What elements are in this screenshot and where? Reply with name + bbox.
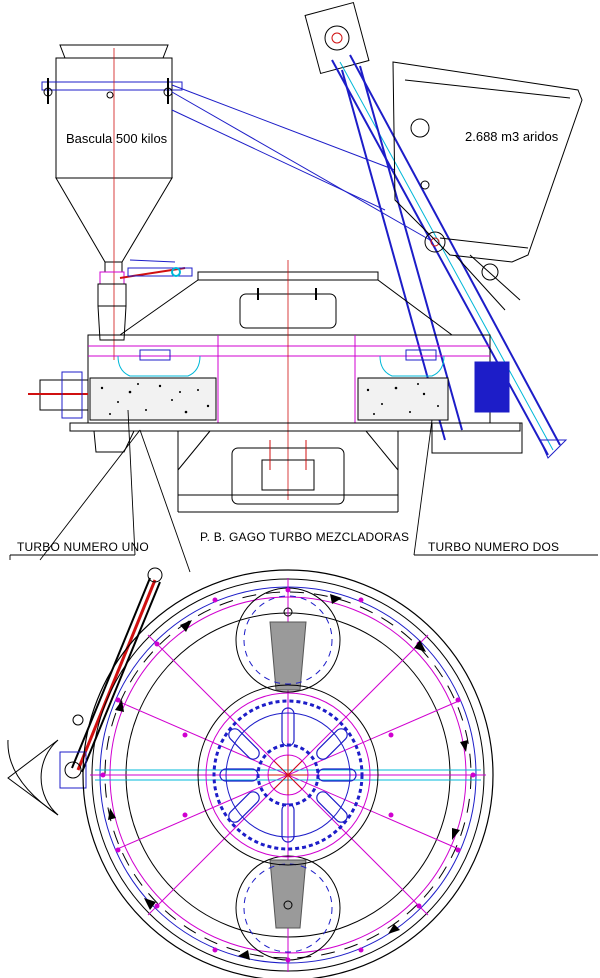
- flow-arrowheads: [108, 594, 468, 960]
- support-frame-lines: [129, 84, 431, 263]
- outer-ring: [82, 569, 494, 978]
- fixing-points: [100, 587, 476, 963]
- plan-view: [7, 567, 494, 978]
- callout-leaders: [9, 409, 598, 573]
- concrete-texture: [100, 383, 439, 415]
- hopper-capacity-label: 2.688 m3 aridos: [465, 129, 559, 144]
- central-rotor: [197, 684, 379, 866]
- side-elevation-view: [28, 1, 583, 513]
- turbo-two-label: TURBO NUMERO DOS: [428, 540, 560, 554]
- scale-label: Bascula 500 kilos: [66, 131, 168, 146]
- mixer-drum: [28, 260, 510, 500]
- drawing-title: P. B. GAGO TURBO MEZCLADORAS: [200, 530, 410, 544]
- turbo-one-plan: [235, 587, 341, 693]
- aggregate-hopper: [392, 61, 583, 311]
- scale-discharge-chute: [97, 267, 193, 341]
- turbo-one-label: TURBO NUMERO UNO: [17, 540, 149, 554]
- weighing-scale-hopper: [41, 44, 183, 360]
- discharge-arm: [59, 567, 163, 789]
- mixer-base-stand: [69, 422, 523, 513]
- access-door-arc: [7, 739, 59, 816]
